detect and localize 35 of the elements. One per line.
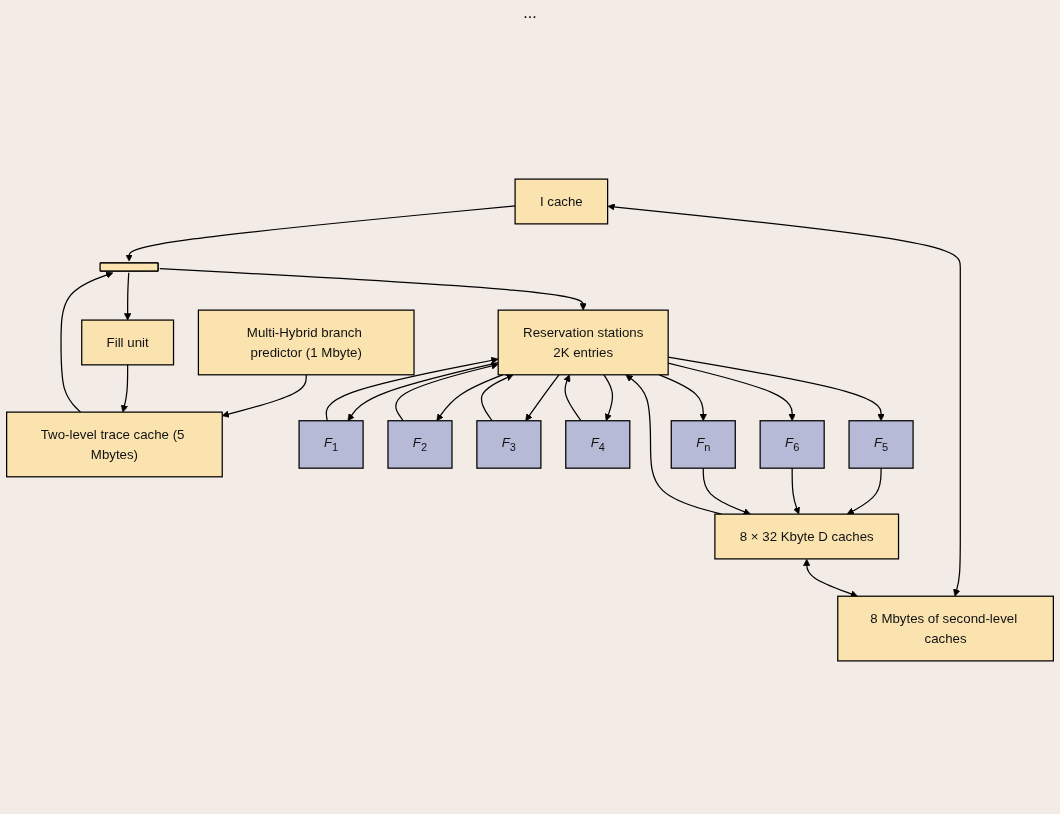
arrow bbox=[702, 467, 751, 516]
arrow bbox=[525, 374, 560, 422]
arrow bbox=[125, 205, 516, 262]
arrow bbox=[60, 271, 114, 413]
arrow bbox=[221, 374, 307, 418]
arrow bbox=[395, 362, 499, 422]
arrow bbox=[846, 467, 882, 515]
node-box: 8 × 32 Kbyte D caches bbox=[714, 513, 900, 560]
arrow bbox=[325, 356, 499, 422]
arrow bbox=[159, 268, 587, 311]
node-box: F$_{n}$ bbox=[670, 420, 736, 469]
arrow bbox=[563, 374, 582, 422]
node-box: F$_{6}$ bbox=[759, 420, 825, 469]
arrow bbox=[480, 374, 514, 422]
node-box: 8 Mbytes of second-level caches bbox=[837, 595, 1054, 662]
node-box: Multi-Hybrid branch predictor (1 Mbyte) bbox=[197, 309, 415, 376]
node-box: F$_{5}$ bbox=[848, 420, 914, 469]
arrow bbox=[124, 272, 132, 321]
node-box: Two-level trace cache (5 Mbytes) bbox=[6, 411, 223, 478]
node-box: F$_{2}$ bbox=[387, 420, 453, 469]
arrow bbox=[607, 203, 961, 597]
arrow bbox=[603, 374, 614, 422]
arrow bbox=[791, 467, 800, 515]
arrow bbox=[120, 364, 129, 413]
arrow bbox=[347, 361, 499, 422]
node-box: Fill unit bbox=[81, 319, 175, 366]
node-box: F$_{4}$ bbox=[565, 420, 631, 469]
arrow bbox=[658, 374, 707, 422]
node-box: F$_{3}$ bbox=[476, 420, 542, 469]
ellipsis-label: ... bbox=[523, 4, 537, 21]
arrow bbox=[436, 374, 504, 422]
node-box: I cache bbox=[514, 178, 609, 225]
node-box: F$_{1}$ bbox=[298, 420, 364, 469]
arrow bbox=[803, 558, 858, 598]
node-box: Reservation stations 2K entries bbox=[497, 309, 669, 376]
